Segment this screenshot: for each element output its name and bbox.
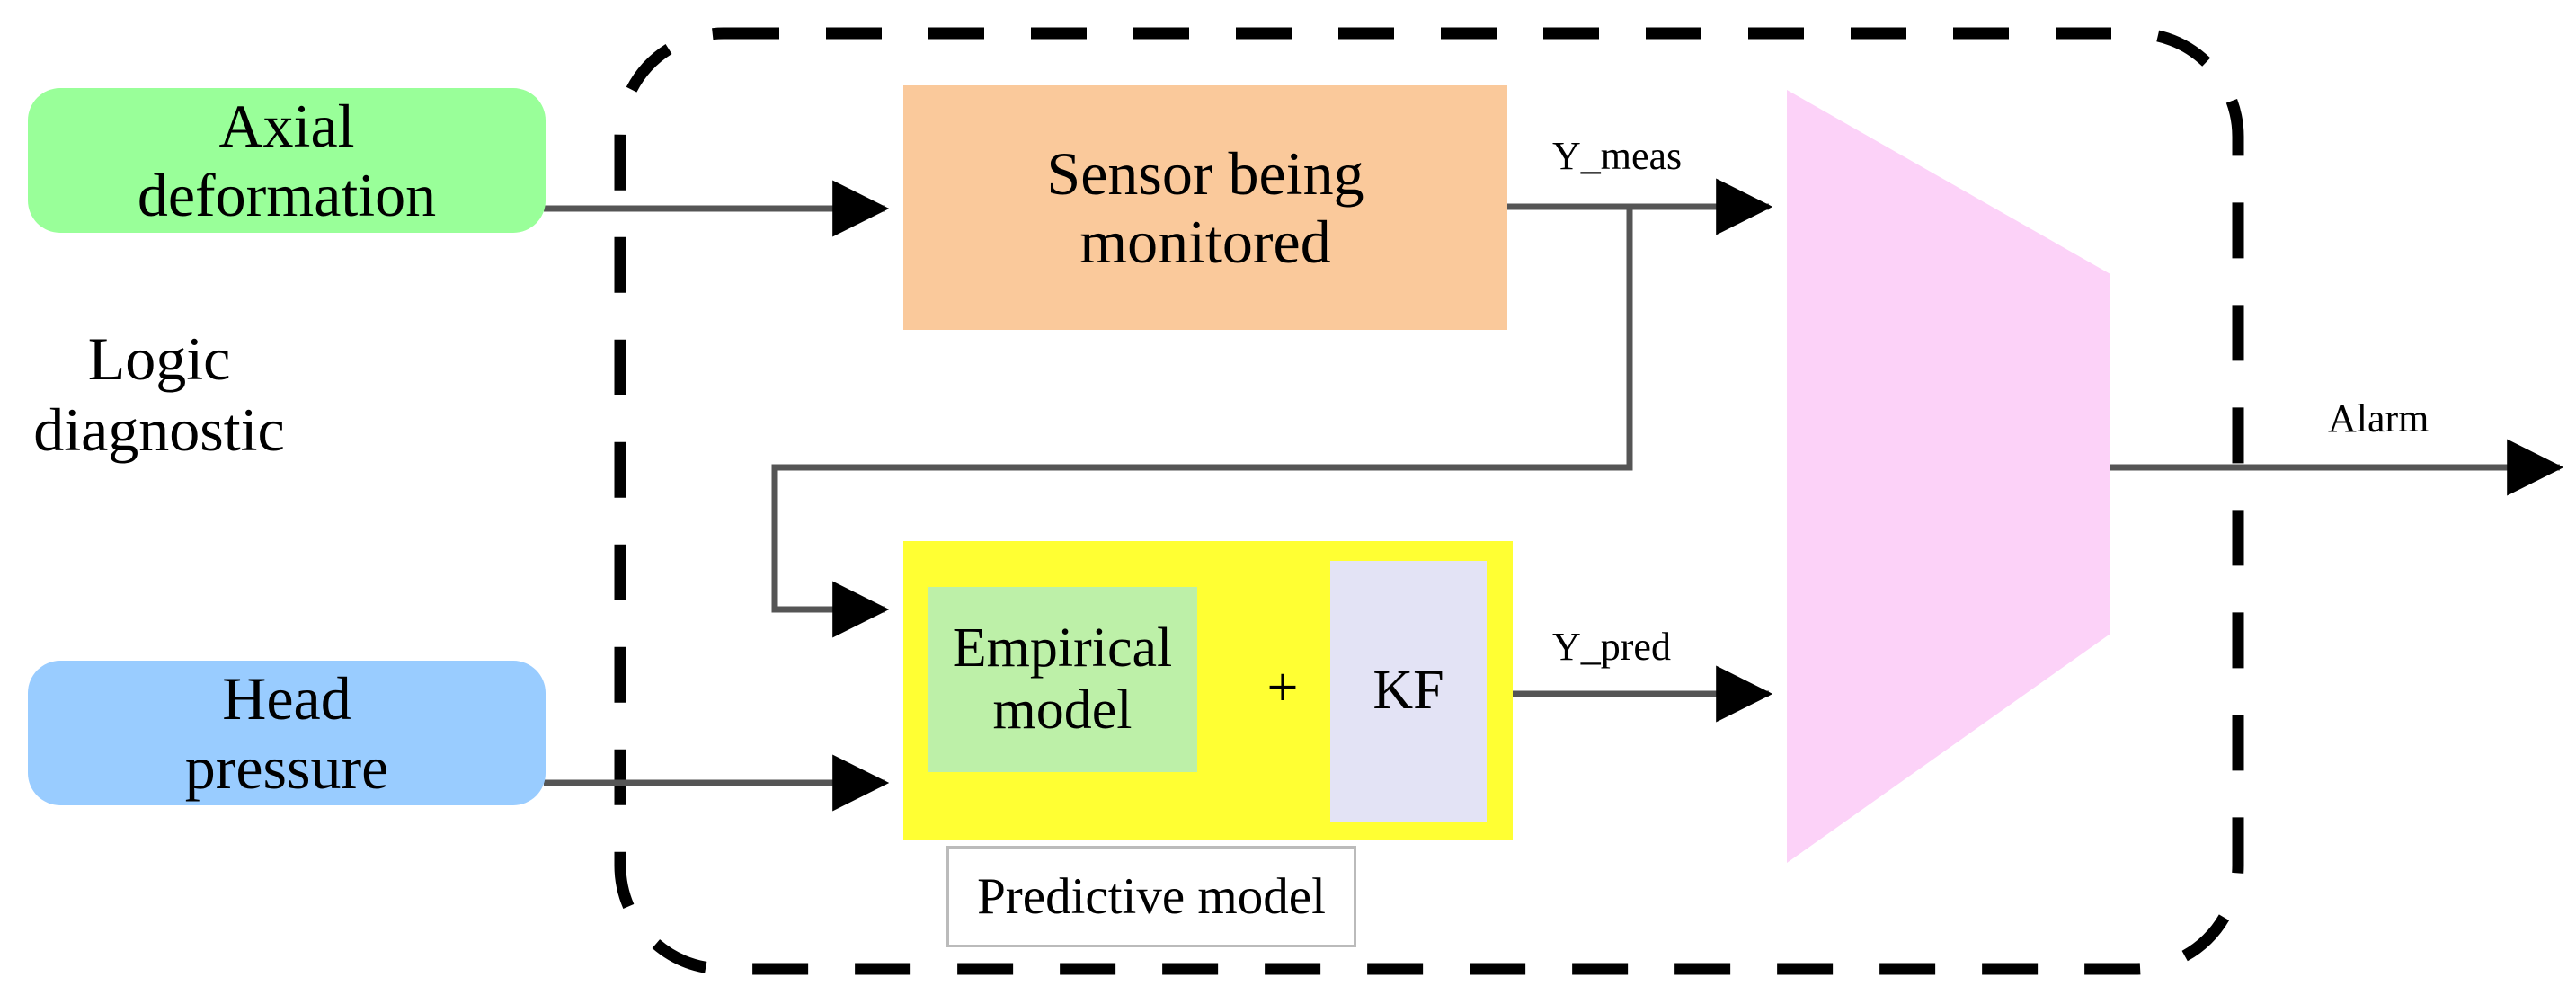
edge-ymeas-feedback	[771, 209, 1633, 638]
signal-label-alarm: Alarm	[2328, 396, 2429, 440]
axial-deformation-label-line2: deformation	[137, 160, 437, 229]
empirical-model-label-line1: Empirical	[952, 617, 1173, 679]
logic-diagnostic-label-line1: Logic	[87, 324, 231, 393]
logic-diagnostic-label-line2: diagnostic	[33, 395, 285, 464]
predictive-model-caption: Predictive model	[946, 846, 1356, 947]
empirical-model-label: Empirical model	[953, 618, 1172, 742]
block-empirical-model[interactable]: Empirical model	[928, 587, 1197, 772]
axial-deformation-label-line1: Axial	[218, 92, 355, 161]
signal-label-y-pred: Y_pred	[1552, 625, 1671, 669]
head-pressure-label-line1: Head	[222, 664, 351, 733]
plus-operator-icon: +	[1266, 657, 1299, 719]
logic-diagnostic-label: Logic diagnostic	[11, 324, 307, 466]
block-sensor-being-monitored[interactable]: Sensor being monitored	[903, 85, 1507, 330]
sensor-label: Sensor being monitored	[1046, 139, 1364, 276]
input-block-head-pressure[interactable]: Head pressure	[28, 661, 546, 805]
sensor-label-line1: Sensor being	[1046, 138, 1364, 208]
head-pressure-label: Head pressure	[185, 664, 389, 801]
empirical-model-label-line2: model	[992, 680, 1133, 741]
sensor-label-line2: monitored	[1079, 208, 1331, 276]
head-pressure-label-line2: pressure	[184, 733, 389, 802]
block-kalman-filter[interactable]: KF	[1330, 561, 1487, 822]
input-block-axial-deformation[interactable]: Axial deformation	[28, 88, 546, 233]
signal-label-y-meas: Y_meas	[1552, 134, 1683, 178]
logic-diagnostic-shape	[1787, 90, 2110, 863]
block-logic-diagnostic[interactable]: Logic diagnostic	[0, 0, 328, 775]
axial-deformation-label: Axial deformation	[138, 92, 436, 228]
